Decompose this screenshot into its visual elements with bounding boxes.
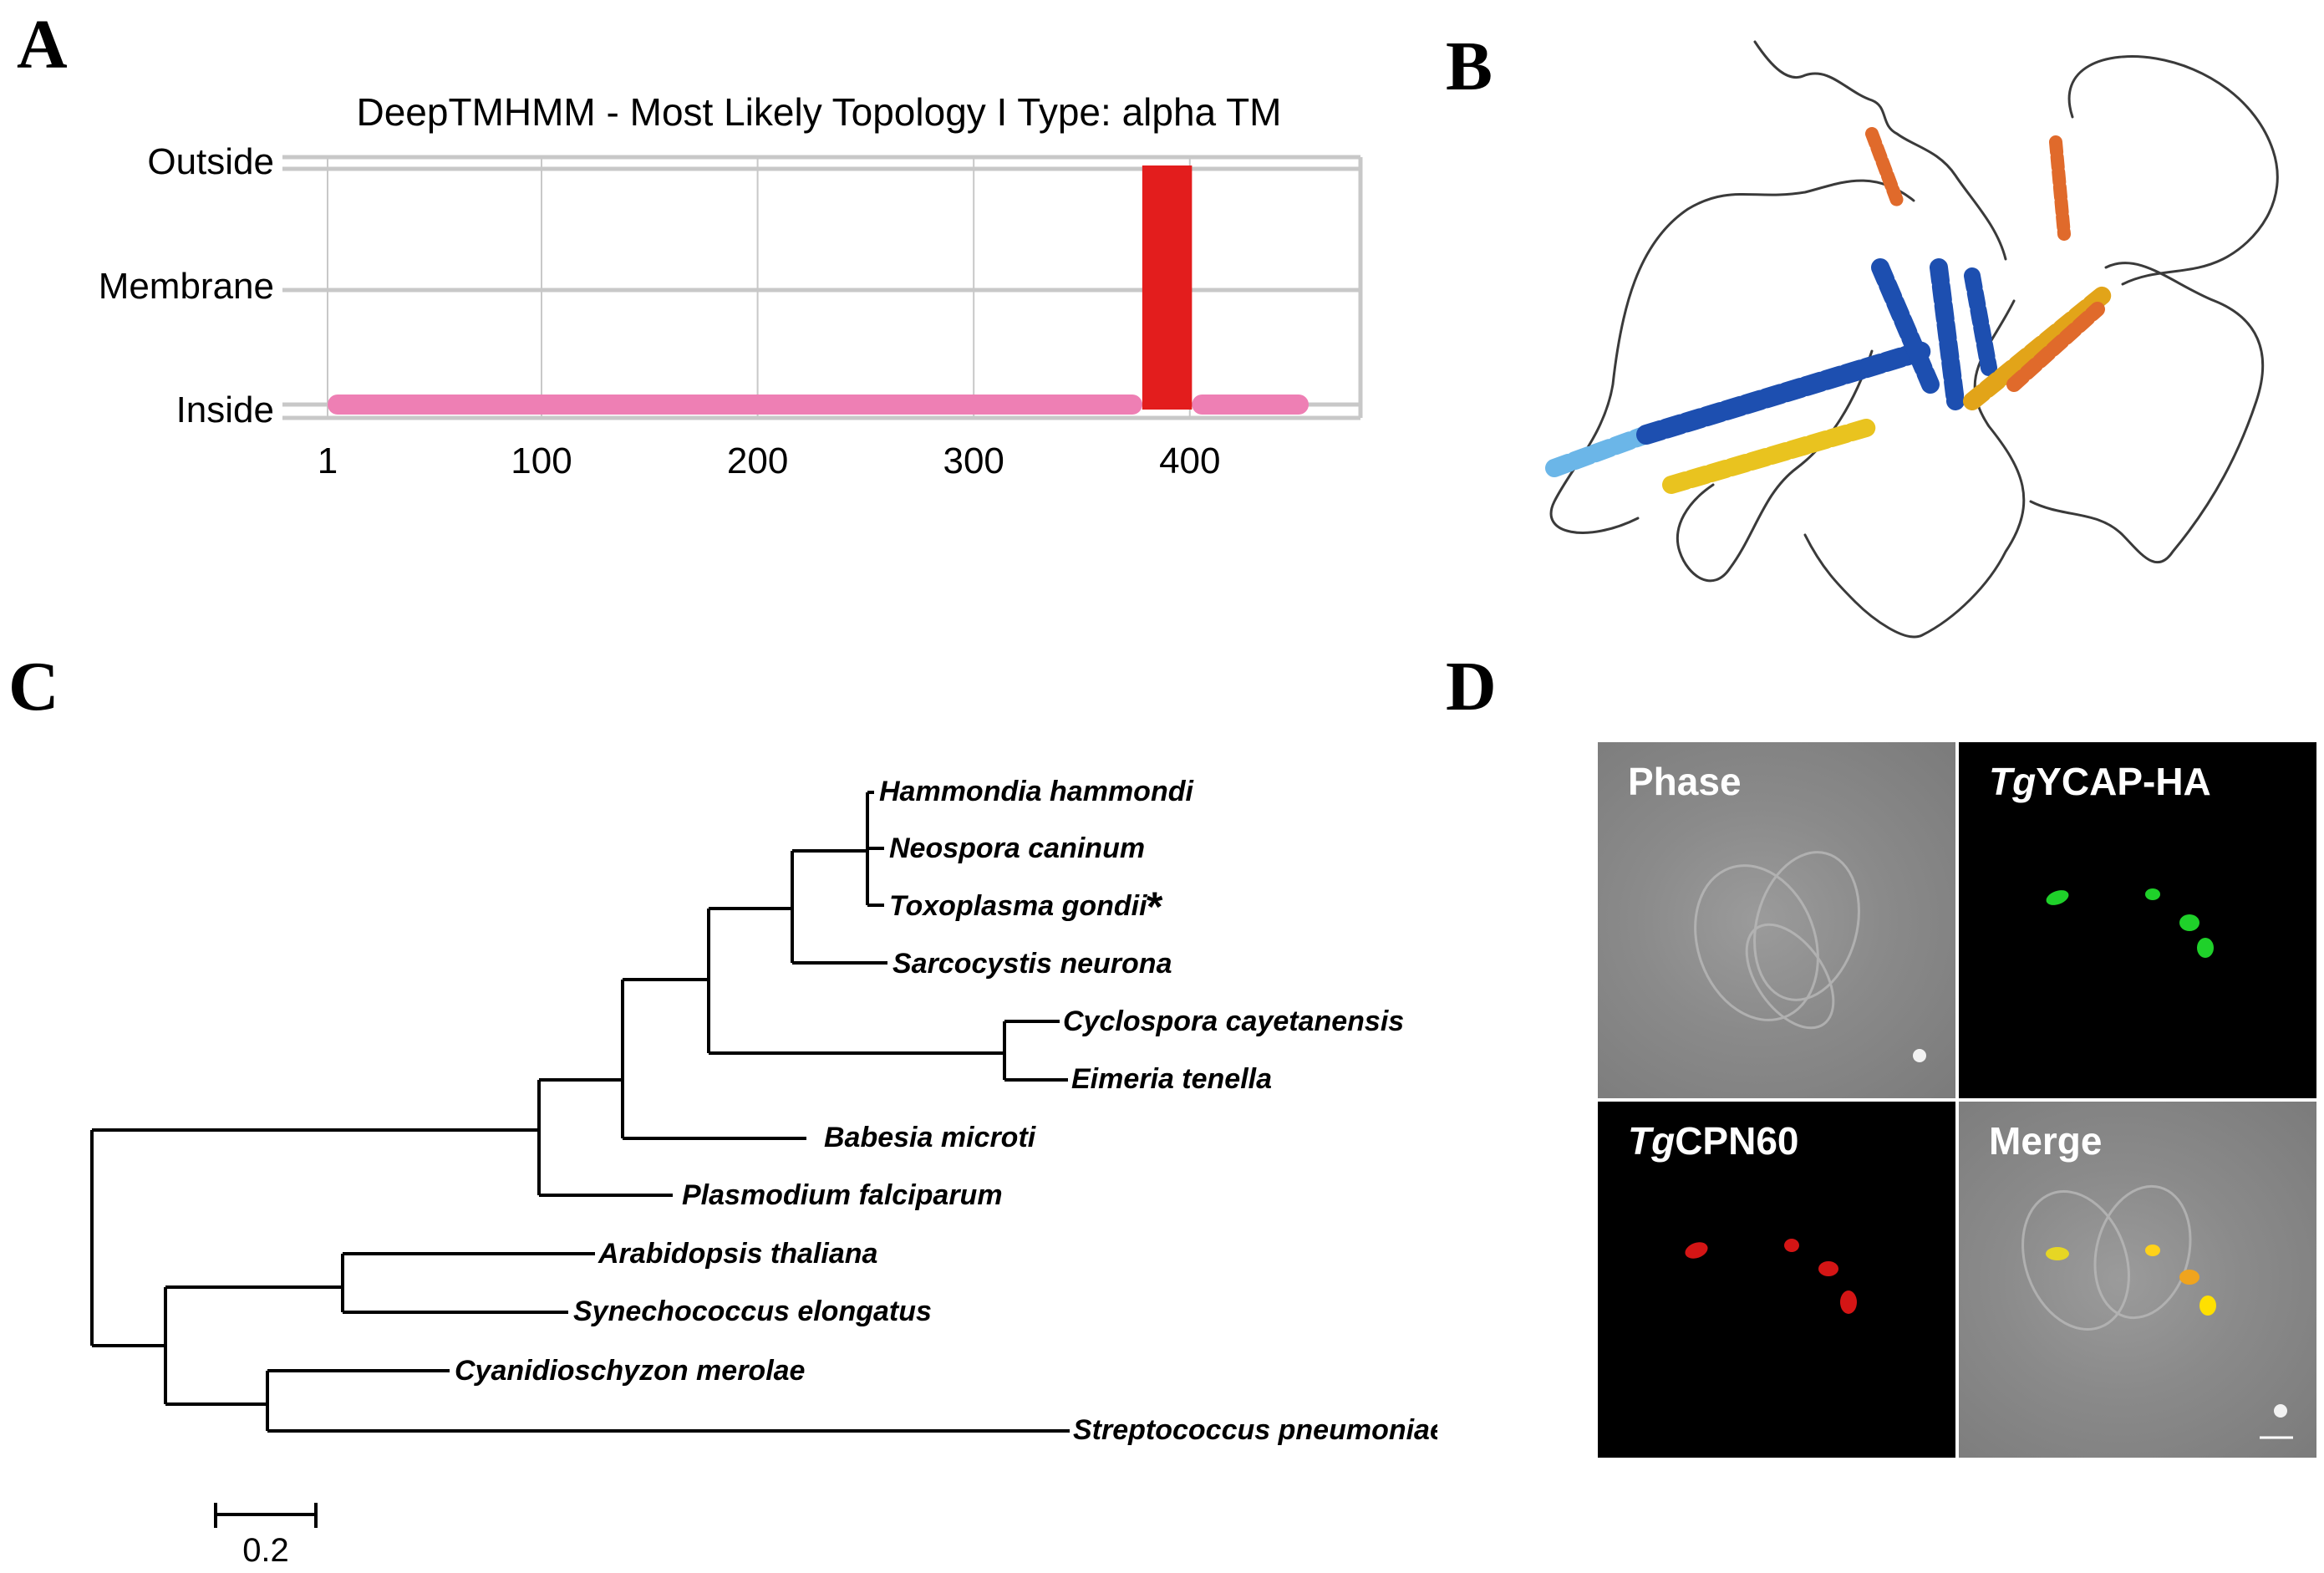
topology-horizontal-grid <box>282 155 1363 420</box>
category-membrane: Membrane <box>99 266 274 307</box>
panel-letter-a: A <box>17 6 68 84</box>
toxoplasma-asterisk: * <box>1147 883 1163 930</box>
micro-merge: Merge <box>1959 1102 2316 1458</box>
tree-branches <box>90 791 1070 1528</box>
protein-structure <box>1545 40 2279 639</box>
x-tick-400: 400 <box>1159 440 1220 481</box>
category-inside: Inside <box>176 389 274 430</box>
panel-letter-b: B <box>1446 28 1493 105</box>
inside-segment <box>328 395 1142 415</box>
helix-yellow <box>1662 283 2115 494</box>
coil-loops <box>1549 40 2279 639</box>
micro-phase: Phase <box>1598 742 1955 1098</box>
x-tick-300: 300 <box>943 440 1004 481</box>
x-tick-200: 200 <box>727 440 788 481</box>
taxon-hammondia-hammondi: Hammondia hammondi <box>879 776 1194 807</box>
taxon-babesia-microti: Babesia microti <box>824 1122 1037 1153</box>
inside-segment <box>1192 395 1309 415</box>
helix-orange <box>1865 127 2071 241</box>
x-tick-1: 1 <box>318 440 338 481</box>
cpn60-signal <box>1685 1239 1857 1314</box>
taxon-cyclospora-cayetanensis: Cyclospora cayetanensis <box>1063 1005 1404 1037</box>
micro-ycap: TgYCAP-HA <box>1959 742 2316 1098</box>
helix-blue <box>1545 258 1997 477</box>
merge-cells <box>2021 1184 2293 1439</box>
topology-plot: DeepTMHMM - Most Likely Topology I Type:… <box>99 90 1363 481</box>
ycap-signal <box>2046 888 2214 958</box>
phase-cells <box>1694 851 1926 1062</box>
taxon-neospora-caninum: Neospora caninum <box>889 832 1145 864</box>
cpn60-label: TgCPN60 <box>1628 1119 1799 1163</box>
panel-letter-d: D <box>1446 648 1497 725</box>
topology-title: DeepTMHMM - Most Likely Topology I Type:… <box>357 90 1282 134</box>
taxon-streptococcus-pneumoniae: Streptococcus pneumoniae <box>1073 1414 1437 1446</box>
taxon-plasmodium-falciparum: Plasmodium falciparum <box>682 1179 1003 1211</box>
taxon-arabidopsis-thaliana: Arabidopsis thaliana <box>598 1238 877 1270</box>
taxon-sarcocystis-neurona: Sarcocystis neurona <box>892 948 1172 980</box>
x-tick-100: 100 <box>511 440 572 481</box>
taxon-eimeria-tenella: Eimeria tenella <box>1071 1063 1272 1095</box>
taxon-synechococcus-elongatus: Synechococcus elongatus <box>573 1296 932 1327</box>
ycap-label: TgYCAP-HA <box>1989 760 2211 803</box>
tm-helix-bar <box>1142 165 1193 410</box>
scale-bar-label: 0.2 <box>242 1532 289 1569</box>
phylogenetic-tree: Hammondia hammondi Neospora caninum Toxo… <box>90 776 1437 1569</box>
category-outside: Outside <box>147 141 274 182</box>
taxon-toxoplasma-gondii: Toxoplasma gondii <box>889 890 1148 922</box>
topology-vertical-grid <box>327 157 1191 418</box>
panel-letter-c: C <box>8 648 59 725</box>
inside-segments <box>328 395 1309 415</box>
merge-label: Merge <box>1989 1119 2103 1163</box>
taxon-cyanidioschyzon-merolae: Cyanidioschyzon merolae <box>455 1355 805 1387</box>
phase-label: Phase <box>1628 760 1742 803</box>
micro-cpn60: TgCPN60 <box>1598 1102 1955 1458</box>
